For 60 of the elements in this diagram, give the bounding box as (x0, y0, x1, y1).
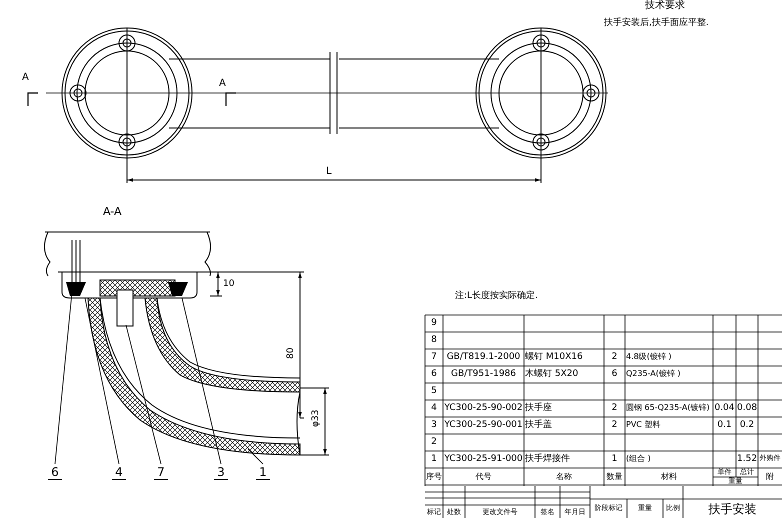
row-number: 5 (430, 386, 438, 397)
part-name: 木螺钉 5X20 (525, 369, 580, 380)
material: (组合 ) (626, 454, 652, 464)
callout-number: 6 (48, 465, 62, 480)
unit-weight: 0.1 (716, 420, 733, 431)
quantity: 2 (610, 352, 618, 363)
column-header: 名称 (555, 472, 573, 482)
row-number: 4 (430, 403, 438, 414)
total-weight: 0.08 (737, 403, 757, 414)
column-header: 序号 (425, 472, 443, 482)
section-letter: A (219, 78, 226, 90)
dimension-value: L (326, 166, 332, 178)
material: 4.8级(镀锌 ) (626, 352, 673, 362)
row-number: 9 (430, 318, 438, 329)
row-number: 1 (430, 454, 438, 465)
note: 扶手安装后,扶手面应平整. (604, 18, 709, 29)
dimension-value: 10 (223, 279, 234, 290)
column-header: 附 (765, 472, 775, 482)
part-code: GB/T951-1986 (450, 369, 517, 380)
leader-line (84, 298, 120, 464)
part-code: YC300-25-91-000 (444, 454, 523, 465)
row-number: 2 (430, 437, 438, 448)
part-code: YC300-25-90-002 (444, 403, 523, 414)
dimension-value: 80 (286, 348, 297, 359)
leader-line (248, 448, 264, 464)
drawing-title: 扶手安装 (708, 502, 758, 516)
total-weight: 1.52 (737, 454, 757, 465)
heading: 技术要求 (644, 0, 686, 12)
column-header: 数量 (606, 472, 624, 482)
section-letter: A (22, 72, 29, 84)
callout-number: 4 (112, 465, 126, 480)
row-number: 3 (430, 420, 438, 431)
leader-line (182, 298, 222, 464)
part-name: 扶手焊接件 (525, 454, 571, 465)
row-number: 7 (430, 352, 438, 363)
row-number: 6 (430, 369, 438, 380)
callout-number: 1 (256, 465, 270, 480)
callout-number: 3 (214, 465, 228, 480)
dimension-value: φ33 (311, 410, 322, 427)
part-code: YC300-25-90-001 (444, 420, 523, 431)
note: 注:L长度按实际确定. (455, 291, 538, 302)
section-label: A-A (103, 205, 122, 218)
row-number: 8 (430, 335, 438, 346)
quantity: 1 (610, 454, 618, 465)
material: 圆钢 65-Q235-A(镀锌) (626, 403, 711, 413)
leader-line (126, 324, 162, 464)
material: PVC 塑料 (626, 420, 662, 430)
quantity: 2 (610, 420, 618, 431)
unit-weight: 0.04 (714, 403, 735, 414)
column-header: 材料 (660, 472, 678, 482)
total-weight: 0.2 (738, 420, 756, 431)
part-name: 扶手盖 (525, 420, 553, 431)
part-name: 螺钉 M10X16 (525, 352, 584, 363)
quantity: 2 (610, 403, 618, 414)
callout-number: 7 (154, 465, 168, 480)
part-code: GB/T819.1-2000 (446, 352, 522, 363)
part-name: 扶手座 (525, 403, 553, 414)
column-header: 代号 (474, 472, 492, 482)
quantity: 6 (610, 369, 618, 380)
material: Q235-A(镀锌 ) (626, 369, 682, 379)
